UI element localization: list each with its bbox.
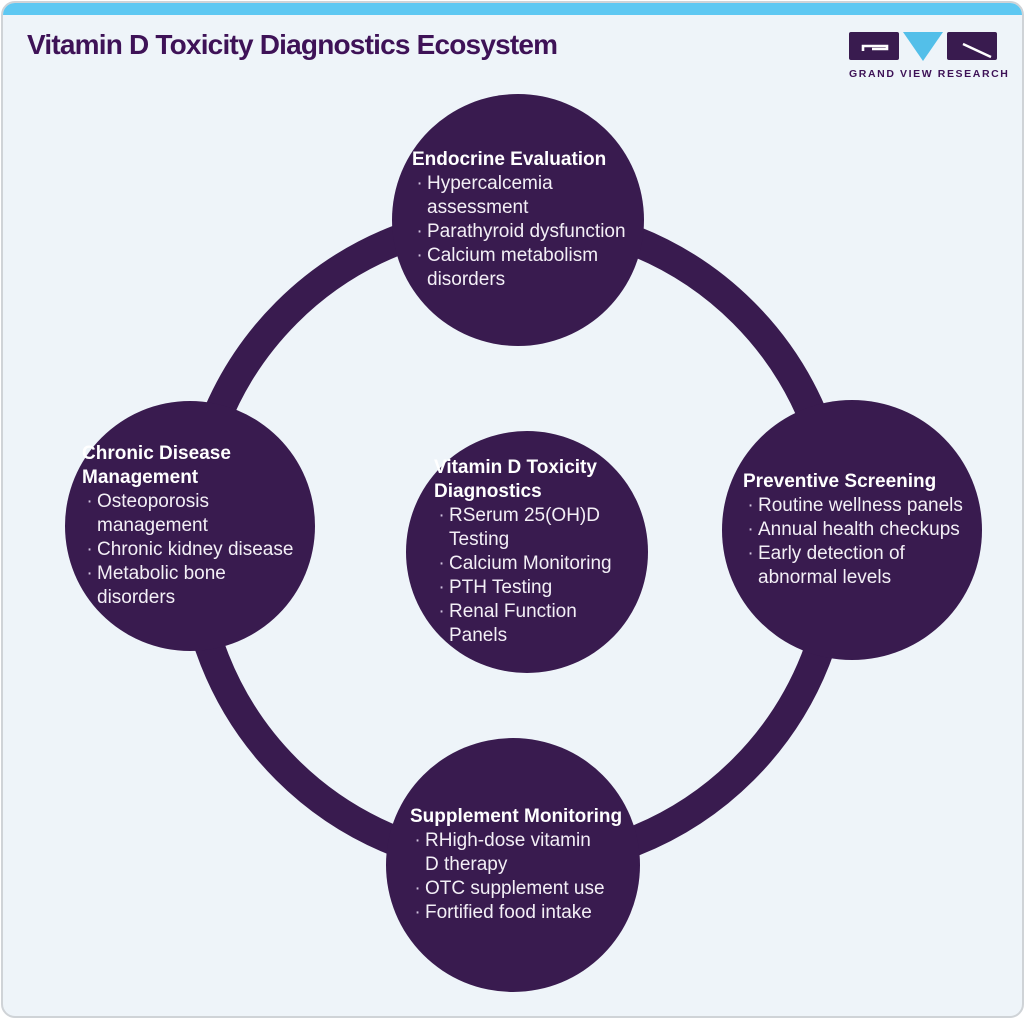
page-title: Vitamin D Toxicity Diagnostics Ecosystem <box>27 29 558 60</box>
bullet-item: ·Hypercalcemia assessment <box>412 172 642 220</box>
node-title: Preventive Screening <box>743 471 937 492</box>
top-accent-bar <box>3 3 1022 15</box>
bullet-dot: · <box>438 577 445 598</box>
bullet-text: PTH Testing <box>449 577 553 598</box>
gvr-logo-icon <box>849 32 997 61</box>
bullet-text: OTC supplement use <box>425 878 605 899</box>
bullet-dot: · <box>438 601 445 622</box>
node-chronic-disease-management: Chronic Disease Management ·Osteoporosis… <box>65 401 315 651</box>
bullet-dot: · <box>747 495 754 516</box>
bullet-item: ·RHigh-dose vitamin D therapy <box>410 829 631 877</box>
node-title: Supplement Monitoring <box>410 806 623 827</box>
bullet-dot: · <box>747 519 754 540</box>
bullet-dot: · <box>414 830 421 851</box>
node-bullet-list: ·RHigh-dose vitamin D therapy·OTC supple… <box>410 829 631 925</box>
bullet-item: ·Fortified food intake <box>410 901 631 925</box>
logo-mark <box>849 31 997 62</box>
bullet-item: ·Metabolic bone disorders <box>82 562 305 610</box>
bullet-dot: · <box>438 553 445 574</box>
bullet-item: ·Calcium Monitoring <box>434 552 624 576</box>
bullet-item: ·Routine wellness panels <box>743 494 974 518</box>
bullet-dot: · <box>86 539 93 560</box>
bullet-item: ·Chronic kidney disease <box>82 538 305 562</box>
bullet-item: ·Parathyroid dysfunction <box>412 220 642 244</box>
bullet-text: Routine wellness panels <box>758 495 963 516</box>
bullet-text: Fortified food intake <box>425 902 592 923</box>
bullet-dot: · <box>747 543 754 564</box>
bullet-item: ·PTH Testing <box>434 576 624 600</box>
logo-caption: GRAND VIEW RESEARCH <box>849 68 1010 80</box>
bullet-text: Calcium metabolism disorders <box>427 245 599 290</box>
bullet-item: ·Renal Function Panels <box>434 600 624 648</box>
node-bullet-list: ·Osteoporosis management·Chronic kidney … <box>82 490 305 610</box>
bullet-text: Parathyroid dysfunction <box>427 221 626 242</box>
bullet-dot: · <box>86 563 93 584</box>
node-preventive-screening: Preventive Screening ·Routine wellness p… <box>722 400 982 660</box>
bullet-text: Metabolic bone disorders <box>97 563 226 608</box>
bullet-text: Annual health checkups <box>758 519 960 540</box>
bullet-text: Hypercalcemia assessment <box>427 173 553 218</box>
bullet-dot: · <box>438 505 445 526</box>
bullet-dot: · <box>414 902 421 923</box>
bullet-text: Osteoporosis management <box>97 491 209 536</box>
bullet-item: ·Early detection of abnormal levels <box>743 542 974 590</box>
bullet-dot: · <box>416 173 423 194</box>
bullet-item: ·Osteoporosis management <box>82 490 305 538</box>
bullet-text: Renal Function Panels <box>449 601 577 646</box>
bullet-item: ·Annual health checkups <box>743 518 974 542</box>
bullet-dot: · <box>86 491 93 512</box>
bullet-text: Early detection of abnormal levels <box>758 543 905 588</box>
node-bullet-list: ·Routine wellness panels·Annual health c… <box>743 494 974 590</box>
bullet-dot: · <box>416 245 423 266</box>
bullet-text: RHigh-dose vitamin D therapy <box>425 830 591 875</box>
bullet-item: ·RSerum 25(OH)D Testing <box>434 504 624 552</box>
node-title: Vitamin D Toxicity Diagnostics <box>434 457 597 502</box>
bullet-dot: · <box>416 221 423 242</box>
node-supplement-monitoring: Supplement Monitoring ·RHigh-dose vitami… <box>386 738 640 992</box>
bullet-text: RSerum 25(OH)D Testing <box>449 505 600 550</box>
grand-view-research-logo: GRAND VIEW RESEARCH <box>849 31 1010 80</box>
node-title: Chronic Disease Management <box>82 443 231 488</box>
bullet-text: Chronic kidney disease <box>97 539 294 560</box>
node-endocrine-evaluation: Endocrine Evaluation ·Hypercalcemia asse… <box>392 94 644 346</box>
bullet-item: ·Calcium metabolism disorders <box>412 244 642 292</box>
node-bullet-list: ·RSerum 25(OH)D Testing·Calcium Monitori… <box>434 504 624 648</box>
bullet-item: ·OTC supplement use <box>410 877 631 901</box>
bullet-text: Calcium Monitoring <box>449 553 612 574</box>
node-title: Endocrine Evaluation <box>412 149 607 170</box>
node-vitamin-d-toxicity-diagnostics: Vitamin D Toxicity Diagnostics ·RSerum 2… <box>406 431 648 673</box>
bullet-dot: · <box>414 878 421 899</box>
node-bullet-list: ·Hypercalcemia assessment·Parathyroid dy… <box>412 172 642 292</box>
